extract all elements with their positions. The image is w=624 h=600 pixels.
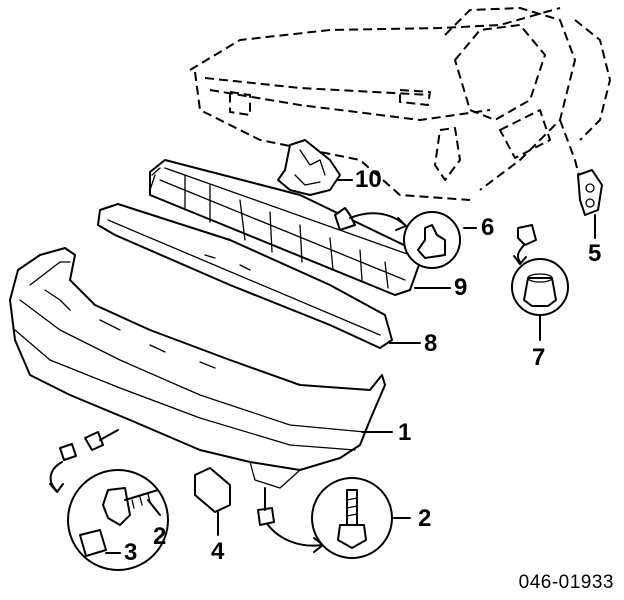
callout-2-right: 2 [418, 505, 432, 532]
bolt-part-2-right [257, 477, 411, 559]
impact-bar-part-8 [97, 203, 421, 349]
clip-part-4 [194, 467, 231, 536]
callout-7: 7 [532, 344, 546, 371]
callout-2-left: 2 [153, 523, 167, 550]
callout-5: 5 [588, 240, 602, 267]
screw-part-2-left [49, 429, 169, 571]
callout-1: 1 [398, 419, 412, 446]
callout-3: 3 [124, 539, 138, 566]
clip-part-6 [334, 207, 477, 269]
bracket-part-5 [577, 169, 603, 239]
push-pin-part-7 [511, 224, 569, 341]
bracket-part-10 [277, 139, 353, 196]
reference-code: 046-01933 [518, 572, 614, 593]
vehicle-body-outline [189, 7, 611, 201]
callout-4: 4 [211, 538, 225, 565]
callout-6: 6 [481, 214, 495, 241]
callout-8: 8 [424, 330, 438, 357]
bumper-cover-part-1 [9, 247, 393, 489]
callout-9: 9 [454, 274, 468, 301]
callout-10: 10 [355, 166, 382, 193]
